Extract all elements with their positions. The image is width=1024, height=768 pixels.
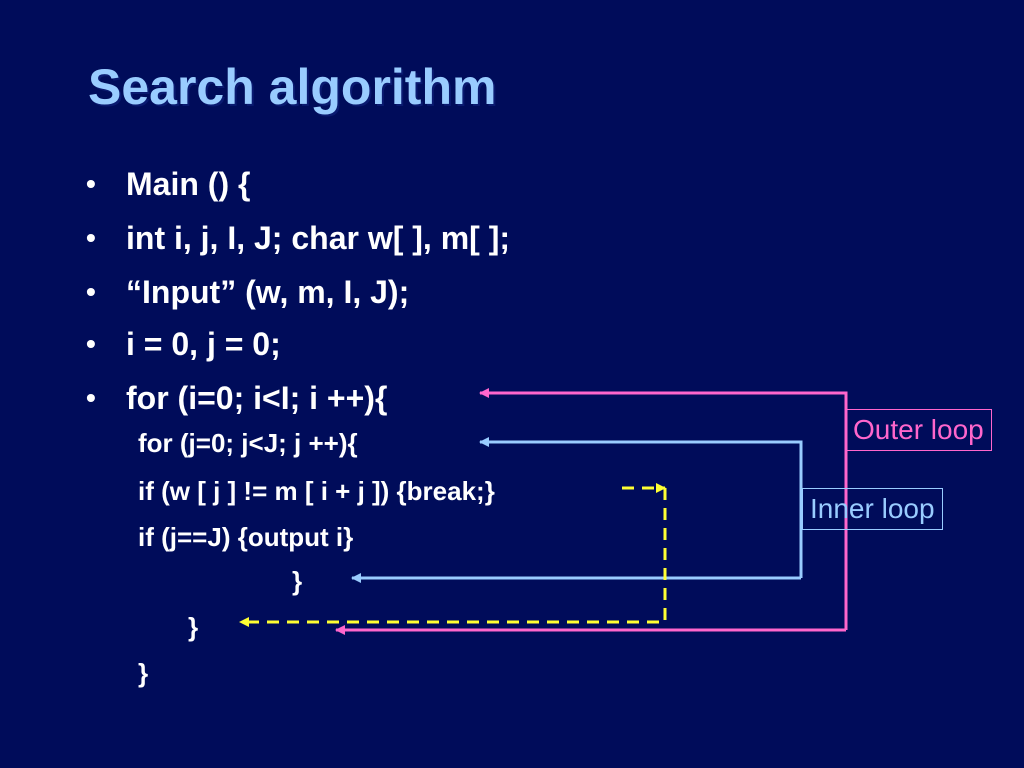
code-line-outer-for: for (i=0; i<I; i ++){ bbox=[126, 380, 388, 416]
bullet-glyph: • bbox=[86, 222, 96, 253]
inner-loop-arrow bbox=[351, 437, 803, 583]
slide-title: Search algorithm bbox=[88, 59, 497, 115]
break-arrow bbox=[239, 483, 667, 627]
code-line-inner-close: } bbox=[292, 566, 303, 596]
code-line-break-check: if (w [ j ] != m [ i + j ]) {break;} bbox=[138, 476, 495, 506]
outer-loop-label: Outer loop bbox=[845, 409, 992, 451]
code-line-init: i = 0, j = 0; bbox=[126, 326, 281, 362]
code-line-main: Main () { bbox=[126, 166, 251, 202]
bullet-glyph: • bbox=[86, 168, 96, 199]
code-line-input: “Input” (w, m, I, J); bbox=[126, 274, 410, 310]
bullet-glyph: • bbox=[86, 276, 96, 307]
code-line-outer-close: } bbox=[188, 612, 199, 642]
outer-loop-arrow bbox=[335, 388, 848, 635]
code-line-declarations: int i, j, I, J; char w[ ], m[ ]; bbox=[126, 220, 511, 256]
code-line-inner-for: for (j=0; j<J; j ++){ bbox=[138, 428, 358, 458]
code-line-output-check: if (j==J) {output i} bbox=[138, 522, 354, 552]
bullet-glyph: • bbox=[86, 328, 96, 359]
bullet-glyph: • bbox=[86, 382, 96, 413]
code-line-main-close: } bbox=[138, 658, 149, 688]
inner-loop-label: Inner loop bbox=[802, 488, 943, 530]
